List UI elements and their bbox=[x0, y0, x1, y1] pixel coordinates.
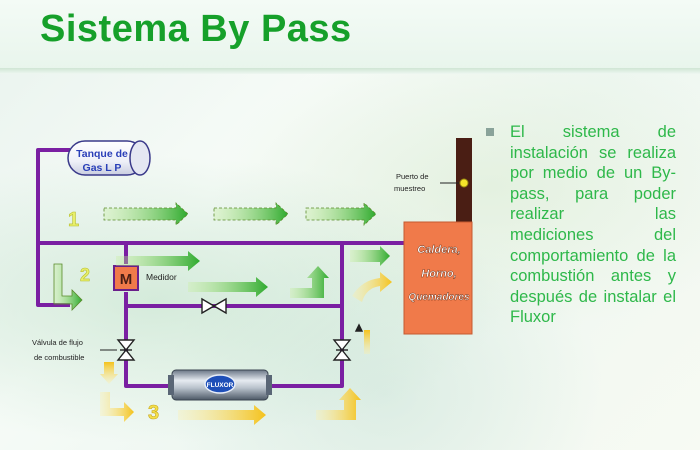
valves bbox=[116, 297, 364, 361]
header-rule bbox=[0, 68, 700, 74]
meter-label: Medidor bbox=[146, 272, 177, 282]
flow-arrow-3c-icon bbox=[178, 405, 266, 425]
meter-letter: M bbox=[120, 271, 133, 288]
pipe-network bbox=[36, 148, 405, 388]
boiler-label-line1: Caldera, bbox=[417, 244, 460, 256]
fluxor-label: FLUXOR bbox=[207, 382, 234, 389]
tank-label-line2: Gas L P bbox=[83, 162, 122, 174]
flow-arrow-2d-icon bbox=[53, 263, 83, 311]
bullet-square bbox=[486, 128, 494, 136]
description-block: El sistema de instalación se realiza por… bbox=[486, 122, 676, 328]
tank-label-line1: Tanque de bbox=[76, 148, 128, 160]
flow-arrow-2b-icon bbox=[188, 277, 268, 297]
bypass-valve-icon bbox=[201, 297, 227, 315]
flow-arrow-3e-icon bbox=[364, 330, 370, 354]
step-number-2: 2 bbox=[80, 265, 90, 285]
flow-arrow-1c-icon bbox=[305, 202, 377, 226]
step-number-1: 1 bbox=[68, 209, 79, 231]
valve-label: Válvula de flujo de combustible bbox=[32, 338, 117, 362]
flow-arrow-1d-icon bbox=[350, 246, 390, 266]
flow-arrow-3d-icon bbox=[316, 388, 361, 420]
sample-port-label-line2: muestreo bbox=[394, 184, 425, 193]
flow-arrow-1b-icon bbox=[213, 202, 289, 226]
gas-meter: M Medidor bbox=[113, 265, 177, 291]
sample-port-label-line1: Puerto de bbox=[396, 172, 429, 181]
lp-gas-tank: Tanque de Gas L P bbox=[67, 140, 151, 176]
boiler-box: Caldera, Horno, Quemadores bbox=[403, 221, 473, 335]
flow-arrows-path-2 bbox=[53, 251, 329, 311]
chimney: Puerto de muestreo bbox=[394, 138, 472, 222]
flow-arrow-2a-icon bbox=[116, 251, 200, 271]
header-band bbox=[0, 0, 700, 70]
valve-label-line2: de combustible bbox=[34, 353, 84, 362]
fluxor-device: FLUXOR bbox=[168, 369, 272, 401]
pipe-tank-loop bbox=[36, 148, 70, 307]
flow-arrow-3f-icon bbox=[352, 272, 392, 302]
step-number-3: 3 bbox=[148, 402, 159, 424]
flow-arrow-3a-icon bbox=[100, 362, 118, 384]
flow-indicator-icon bbox=[354, 323, 364, 332]
flow-arrows-path-3 bbox=[100, 272, 392, 425]
description-text: El sistema de instalación se realiza por… bbox=[510, 123, 676, 327]
boiler-label-line3: Quemadores bbox=[408, 292, 470, 303]
sample-port-icon bbox=[459, 178, 469, 188]
flow-arrow-1a-icon bbox=[103, 202, 189, 226]
flow-arrow-2c-icon bbox=[290, 266, 329, 298]
flow-arrows-path-1 bbox=[103, 202, 390, 266]
valve-label-line1: Válvula de flujo bbox=[32, 338, 83, 347]
page-title: Sistema By Pass bbox=[40, 8, 352, 50]
flow-arrow-3b-icon bbox=[100, 392, 134, 422]
boiler-label-line2: Horno, bbox=[421, 268, 456, 280]
